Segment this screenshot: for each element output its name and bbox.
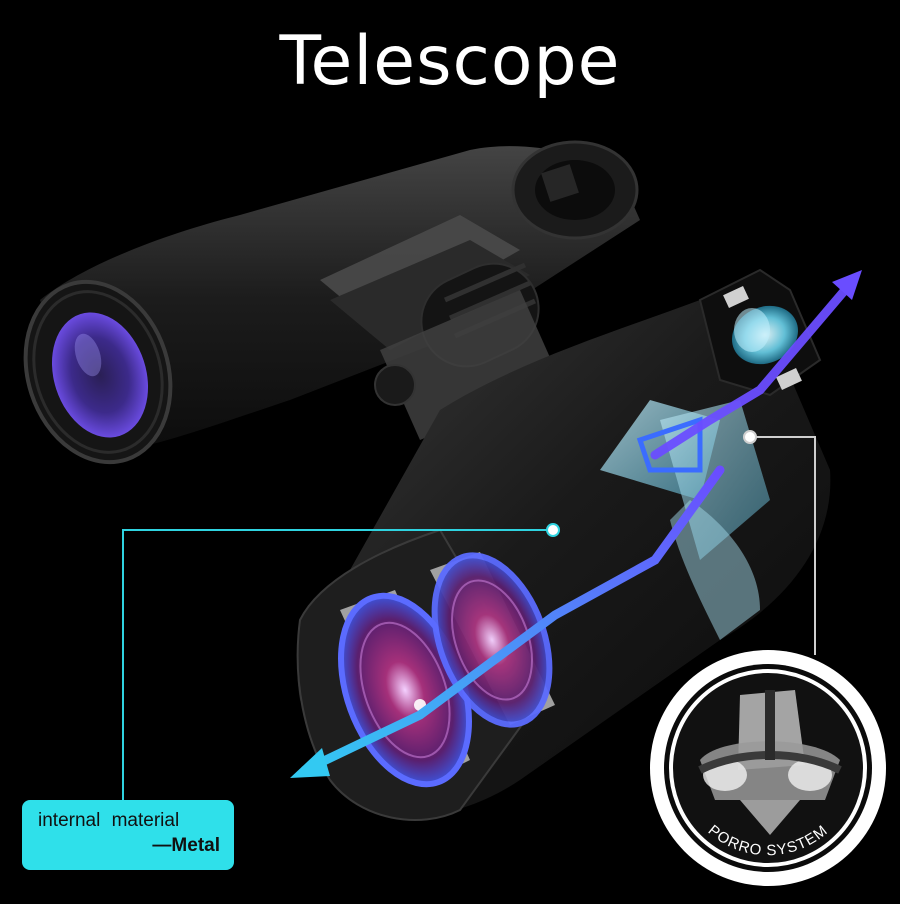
porro-system-badge: PORRO SYSTEM [650,650,886,886]
internal-material-label: internal material [38,810,180,831]
beam-exit-arrow-icon [290,748,330,778]
callout-leader-material [122,523,560,805]
page-title: Telescope [279,22,621,101]
internal-material-value: —Metal [152,835,220,856]
light-path [290,270,862,778]
beam-entry-arrow-icon [832,270,862,300]
callout-leader-porro [743,430,816,655]
internal-material-callout: internal material —Metal [22,800,234,870]
eyepiece-lens [698,268,822,397]
center-bridge [320,215,560,440]
